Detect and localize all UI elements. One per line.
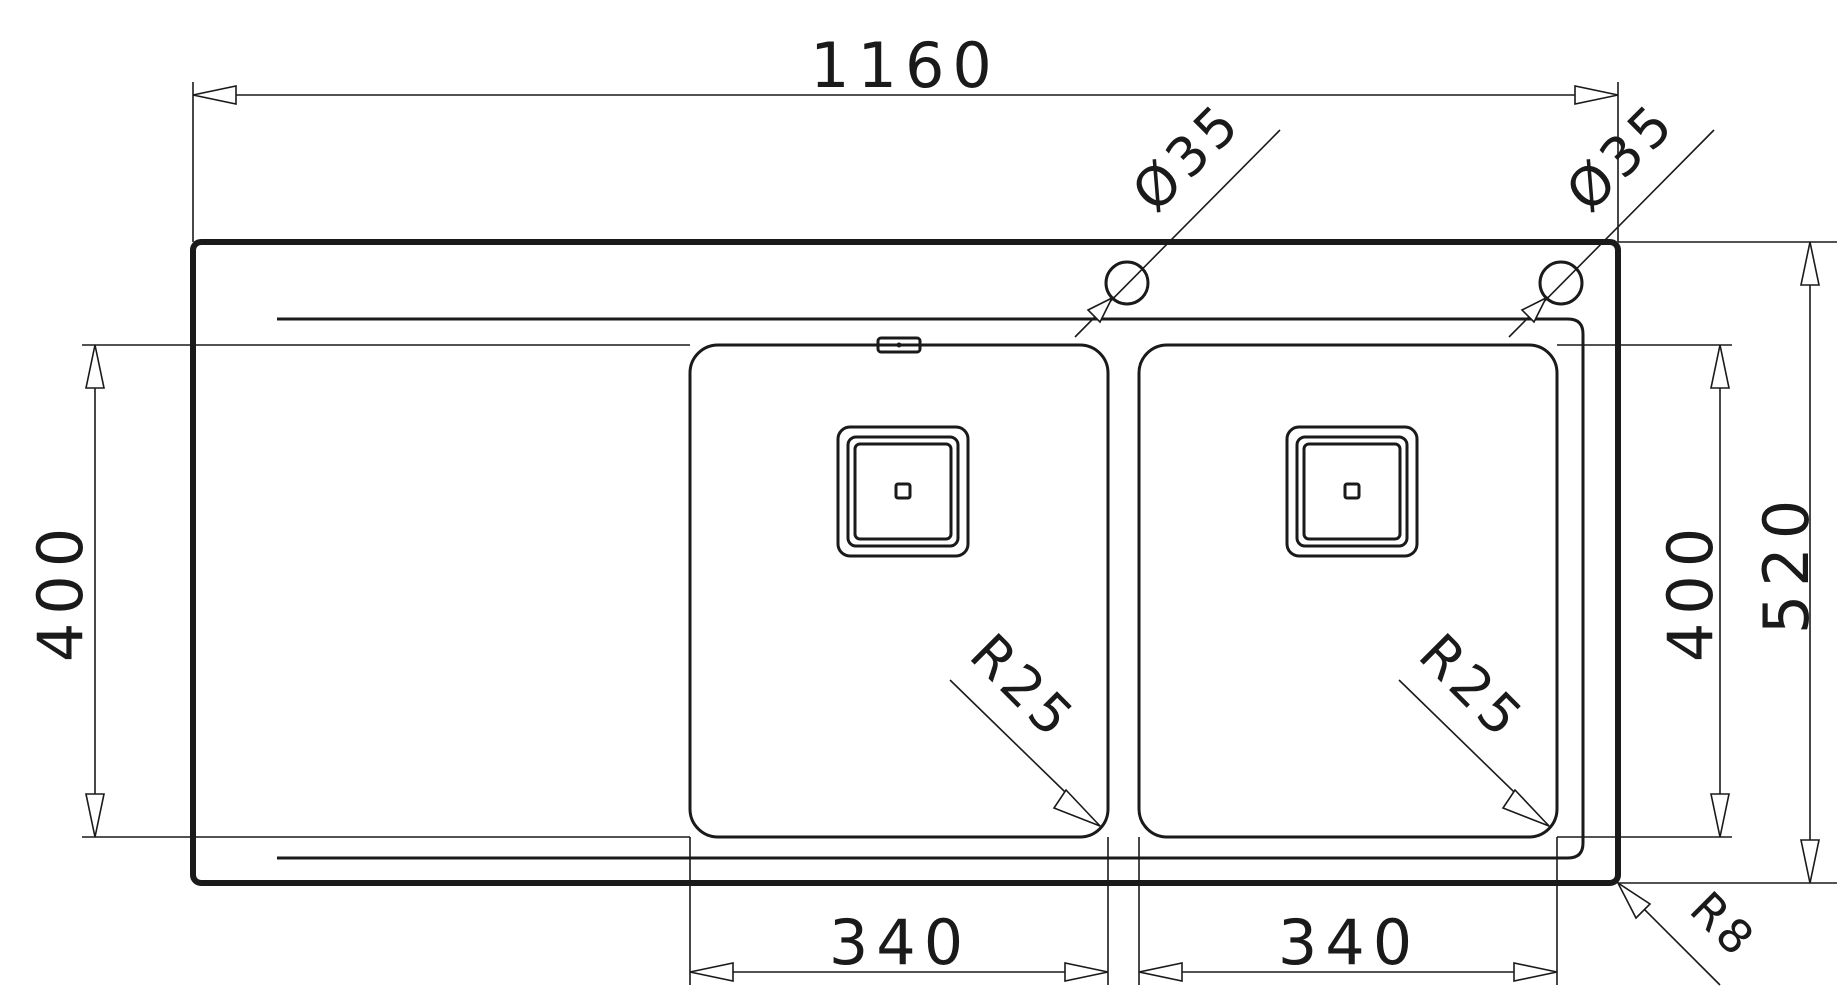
rim-top-line	[277, 317, 1585, 860]
bowl-radius-left-label: R25	[958, 622, 1088, 752]
overall-width-label: 1160	[810, 29, 1000, 102]
tap-hole-right-label: Ø35	[1554, 90, 1688, 224]
dim-right-bowl-depth	[1557, 344, 1732, 838]
sink-outer-outline	[190, 239, 1621, 886]
dim-left-bowl-width	[689, 837, 1109, 985]
leader-bowl-radius-left	[949, 679, 1101, 827]
tap-hole-left-label: Ø35	[1120, 90, 1254, 224]
overall-depth-label: 520	[1750, 492, 1823, 634]
bowl-radius-right-label: R25	[1407, 622, 1537, 752]
right-bowl	[1137, 343, 1559, 839]
tap-hole-left	[1104, 260, 1150, 306]
right-bowl-depth-label: 400	[1654, 520, 1727, 662]
leader-tap-hole-right	[1508, 129, 1715, 338]
left-bowl	[688, 343, 1110, 839]
leader-bowl-radius-right	[1398, 679, 1550, 827]
dim-overall-width	[192, 82, 1619, 242]
right-drain	[1285, 425, 1419, 558]
left-bowl-depth-label: 400	[24, 520, 97, 662]
dim-overall-depth	[1618, 241, 1837, 884]
dim-right-bowl-width	[1138, 837, 1558, 985]
dim-left-bowl-depth	[82, 344, 690, 838]
left-drain	[836, 425, 970, 558]
right-bowl-width-label: 340	[1278, 906, 1420, 979]
tap-hole-right	[1538, 260, 1584, 306]
corner-radius-label: R8	[1680, 881, 1767, 968]
left-bowl-width-label: 340	[829, 906, 971, 979]
leader-tap-hole-left	[1074, 129, 1281, 338]
leader-corner-radius	[1615, 880, 1721, 986]
